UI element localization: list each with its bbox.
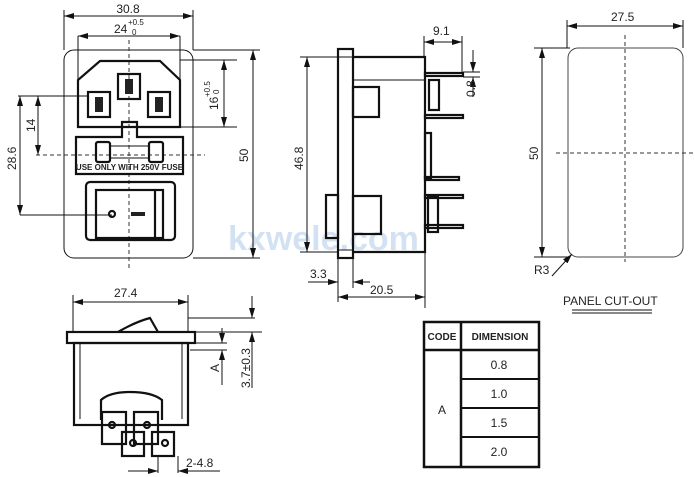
fuse-holder <box>74 125 185 176</box>
panel-cutout-title: PANEL CUT-OUT <box>563 294 658 308</box>
table-value: 2.0 <box>491 445 508 459</box>
table-value: 1.5 <box>491 416 508 430</box>
dim-flange: 3.3 <box>310 267 327 281</box>
bottom-flange <box>65 330 197 345</box>
dim-pin-length: 9.1 <box>433 24 450 38</box>
tol-upper: +0.5 <box>128 18 144 27</box>
dim-terminal: 2-4.8 <box>186 456 214 470</box>
side-view: 46.8 9.1 0.8 3.3 20.5 <box>292 24 480 308</box>
tol-lower: 0 <box>132 28 137 37</box>
fuse-label: USE ONLY WITH 250V FUSE <box>76 163 184 172</box>
tol-lower: 0 <box>212 89 221 94</box>
dim-width-outer: 30.8 <box>116 2 140 16</box>
dim-depth: 20.5 <box>370 283 394 297</box>
dim-28-6: 28.6 <box>5 146 19 170</box>
table-header-dimension: DIMENSION <box>472 332 529 343</box>
dim-pin-thickness: 0.8 <box>464 80 478 97</box>
table-header-code: CODE <box>428 332 457 343</box>
dim-side-height: 46.8 <box>292 146 306 170</box>
side-flange <box>336 47 355 260</box>
panel-cutout: 27.5 50 R3 PANEL CUT-OUT <box>527 10 695 314</box>
dim-bottom-width: 27.4 <box>114 286 138 300</box>
dim-radius: R3 <box>534 263 550 277</box>
inlet-pin-earth <box>116 72 142 101</box>
dim-cutout-height: 50 <box>527 146 541 160</box>
inlet-pin-left <box>86 90 112 119</box>
dim-14: 14 <box>24 118 38 132</box>
tol-upper: +0.5 <box>203 81 212 97</box>
dim-height-total: 50 <box>237 148 251 162</box>
table-value: 1.0 <box>491 387 508 401</box>
dim-width-inlet: 24 <box>114 22 128 36</box>
rocker-switch <box>94 188 165 240</box>
dim-cutout-width: 27.5 <box>611 10 635 24</box>
bottom-body <box>72 341 190 427</box>
bottom-view: 27.4 A 3.7±0.3 2-4.8 <box>65 286 262 474</box>
dim-3-7: 3.7±0.3 <box>239 348 253 388</box>
dimension-table: CODE DIMENSION A 0.8 1.0 1.5 2.0 <box>422 320 541 469</box>
dim-a: A <box>208 364 222 372</box>
rocker-top <box>117 316 159 333</box>
inlet-pin-right <box>146 90 172 119</box>
dim-height-inlet: 16 <box>207 96 221 110</box>
table-value: 0.8 <box>491 358 508 372</box>
front-view: USE ONLY WITH 250V FUSE 30.8 24 +0.5 0 1… <box>5 2 260 270</box>
rocker-switch-frame <box>84 180 177 242</box>
table-code-cell: A <box>438 403 446 417</box>
iec-inlet <box>76 59 182 129</box>
